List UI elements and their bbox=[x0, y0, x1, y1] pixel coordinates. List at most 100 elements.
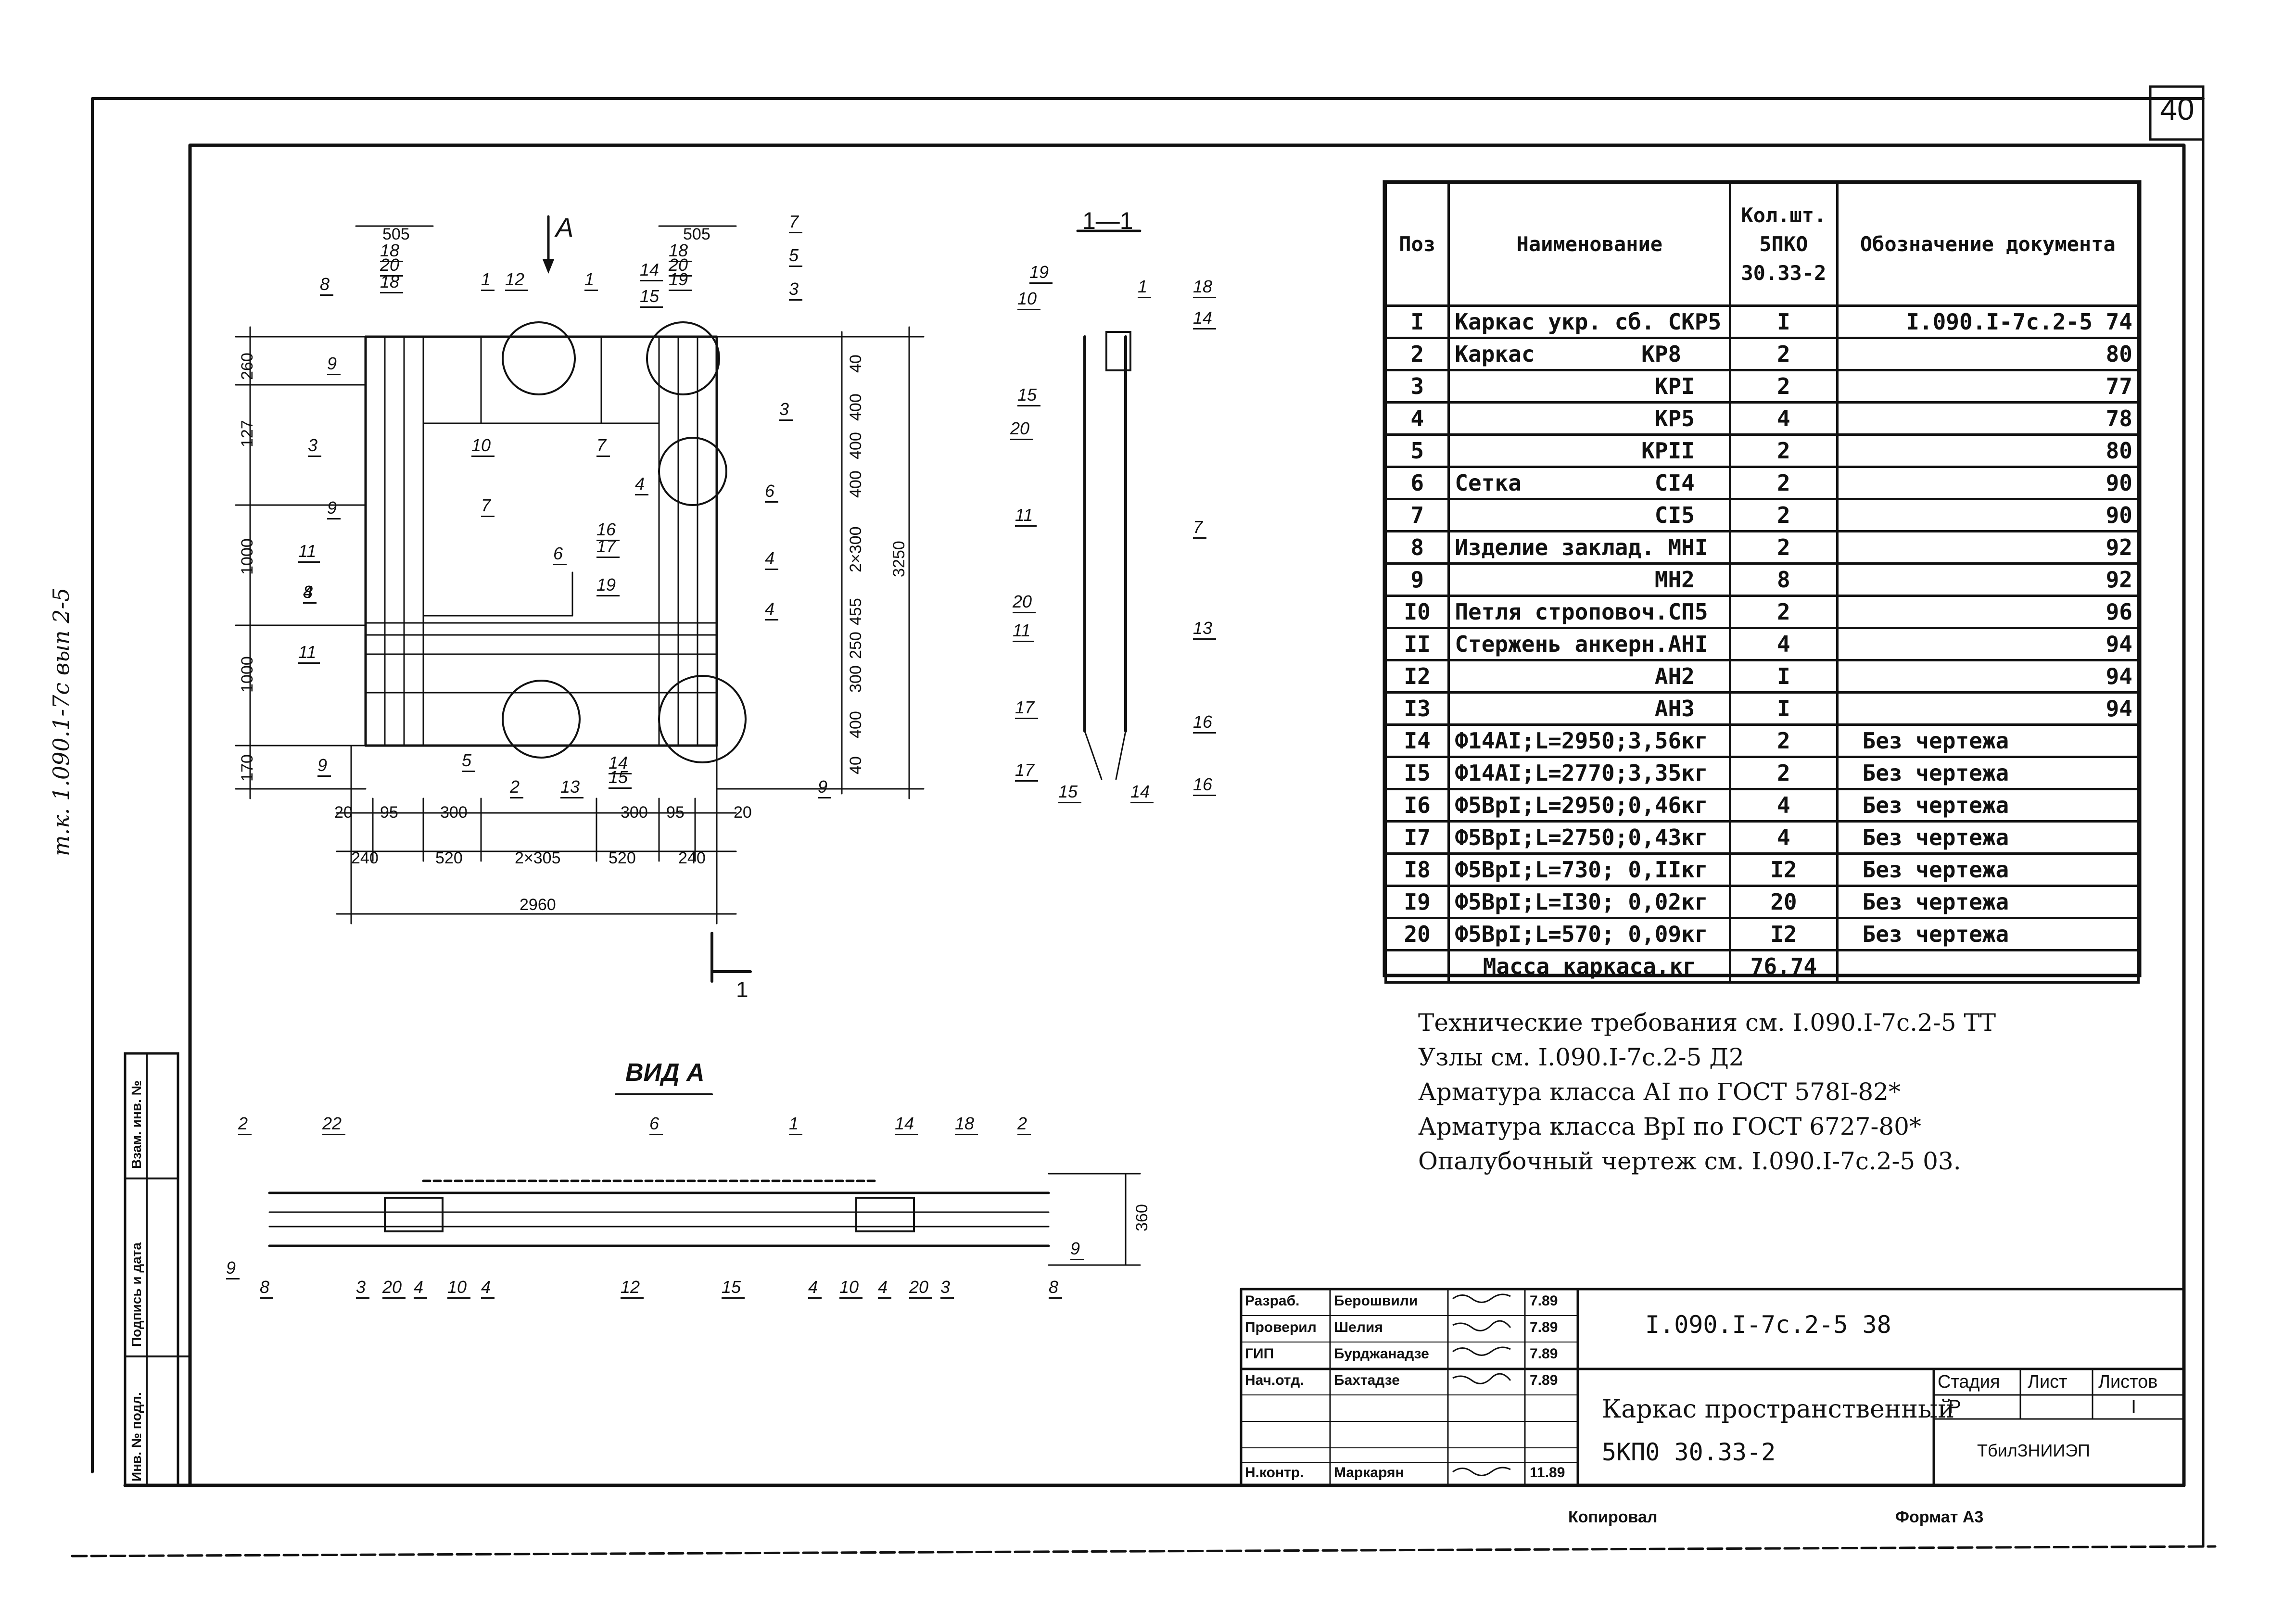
callout-label: 17 bbox=[1015, 697, 1039, 719]
cell-qty: 2 bbox=[1729, 498, 1839, 532]
callout-label: 7 bbox=[1193, 517, 1207, 539]
callout-label: 9 bbox=[226, 1258, 240, 1279]
cell-qty: I bbox=[1729, 304, 1839, 339]
dim-b1-4: 95 bbox=[666, 803, 685, 822]
cell-name: Каркас укр. сб. СКР5 bbox=[1447, 304, 1732, 339]
callout-label: 20 bbox=[669, 255, 692, 277]
cell-doc: Без чертежа bbox=[1836, 788, 2140, 823]
callout-label: 9 bbox=[327, 498, 341, 519]
callout-label: 12 bbox=[505, 269, 529, 291]
callout-label: 18 bbox=[380, 241, 404, 262]
note-line: Опалубочный чертеж см. I.090.I-7с.2-5 03… bbox=[1418, 1147, 1961, 1175]
arrow-label-a: А bbox=[556, 212, 574, 242]
signatures bbox=[1452, 1293, 1511, 1476]
cell-pos: 2 bbox=[1384, 337, 1450, 371]
cell-qty: 4 bbox=[1729, 788, 1839, 823]
cell-doc: 92 bbox=[1836, 562, 2140, 597]
note-line: Узлы см. I.090.I-7с.2-5 Д2 bbox=[1418, 1043, 1744, 1071]
callout-label: 3 bbox=[356, 1277, 370, 1299]
cell-name: СI5 bbox=[1447, 498, 1732, 532]
cell-doc: 94 bbox=[1836, 627, 2140, 661]
cell-qty: 2 bbox=[1729, 369, 1839, 404]
table-header-row: Поз Наименование Кол.шт. 5ПКО 30.33-2 Об… bbox=[1384, 182, 2140, 307]
callout-label: 20 bbox=[1013, 592, 1036, 613]
callout-label: 9 bbox=[317, 755, 331, 777]
callout-label: 4 bbox=[765, 599, 779, 621]
header-pos: Поз bbox=[1384, 182, 1450, 307]
dim-b2-2: 2×305 bbox=[515, 849, 561, 867]
cell-doc: 94 bbox=[1836, 659, 2140, 694]
cell-qty: I2 bbox=[1729, 917, 1839, 951]
callout-label: 3 bbox=[940, 1277, 954, 1299]
title-line2: 5КП0 30.33-2 bbox=[1602, 1438, 1776, 1466]
signatory-role: Разраб. bbox=[1245, 1293, 1300, 1309]
footer-copied: Копировал bbox=[1568, 1508, 1658, 1526]
cell-qty: 2 bbox=[1729, 723, 1839, 758]
callout-label: 8 bbox=[320, 274, 334, 296]
callout-label: 15 bbox=[609, 767, 632, 789]
dim-b2-4: 240 bbox=[678, 849, 706, 867]
cell-name: Изделие заклад. МНI bbox=[1447, 530, 1732, 565]
signatory-name: Берошвили bbox=[1334, 1293, 1418, 1309]
dim-b2-1: 520 bbox=[435, 849, 463, 867]
callout-label: 20 bbox=[380, 255, 404, 277]
callout-label: 7 bbox=[481, 495, 495, 517]
header-name: Наименование bbox=[1447, 182, 1732, 307]
callout-label: 15 bbox=[722, 1277, 745, 1299]
callout-label: 2 bbox=[510, 777, 524, 798]
callout-label: 3 bbox=[308, 435, 322, 457]
callout-label: 7 bbox=[596, 435, 610, 457]
callout-label: 3 bbox=[789, 279, 803, 301]
cell-qty: 2 bbox=[1729, 756, 1839, 790]
callout-label: 18 bbox=[955, 1114, 978, 1135]
callout-label: 22 bbox=[322, 1114, 346, 1135]
callout-label: 20 bbox=[909, 1277, 933, 1299]
cell-pos: I9 bbox=[1384, 885, 1450, 919]
callout-label: 1 bbox=[481, 269, 495, 291]
cell-pos: I8 bbox=[1384, 852, 1450, 887]
callout-label: 10 bbox=[839, 1277, 863, 1299]
cell-qty: 2 bbox=[1729, 433, 1839, 468]
dim-b1-2: 300 bbox=[440, 803, 468, 822]
cell-pos: I bbox=[1384, 304, 1450, 339]
header-qty: Кол.шт. 5ПКО 30.33-2 bbox=[1729, 182, 1839, 307]
cell-pos: 6 bbox=[1384, 466, 1450, 500]
signatory-name: Шелия bbox=[1334, 1319, 1383, 1335]
cell-doc: Без чертежа bbox=[1836, 917, 2140, 951]
callout-label: 20 bbox=[1010, 418, 1034, 440]
cell-qty: 4 bbox=[1729, 627, 1839, 661]
title-line1: Каркас пространственный bbox=[1602, 1395, 1955, 1424]
cell-name: Ф5ВрI;L=2950;0,46кг bbox=[1447, 788, 1732, 823]
callout-label: 17 bbox=[1015, 760, 1039, 782]
signatory-date: 7.89 bbox=[1530, 1346, 1558, 1362]
callout-label: 18 bbox=[669, 241, 692, 262]
cell-doc: Без чертежа bbox=[1836, 852, 2140, 887]
cell-qty: I2 bbox=[1729, 852, 1839, 887]
cell-doc: Без чертежа bbox=[1836, 885, 2140, 919]
callout-label: 9 bbox=[1070, 1239, 1084, 1260]
callout-label: 6 bbox=[649, 1114, 663, 1135]
dim-overall-width: 2960 bbox=[520, 896, 556, 914]
callout-label: 11 bbox=[1013, 621, 1035, 642]
callout-label: 18 bbox=[380, 272, 404, 293]
cell-pos: I5 bbox=[1384, 756, 1450, 790]
callout-label: 2 bbox=[238, 1114, 252, 1135]
callout-label: 4 bbox=[481, 1277, 495, 1299]
signatory-date: 7.89 bbox=[1530, 1293, 1558, 1309]
signatory-date: 11.89 bbox=[1530, 1465, 1565, 1481]
cell-doc: 78 bbox=[1836, 401, 2140, 436]
callout-label: 7 bbox=[789, 212, 803, 233]
cell-pos: 20 bbox=[1384, 917, 1450, 951]
footer-format: Формат А3 bbox=[1895, 1508, 1984, 1526]
